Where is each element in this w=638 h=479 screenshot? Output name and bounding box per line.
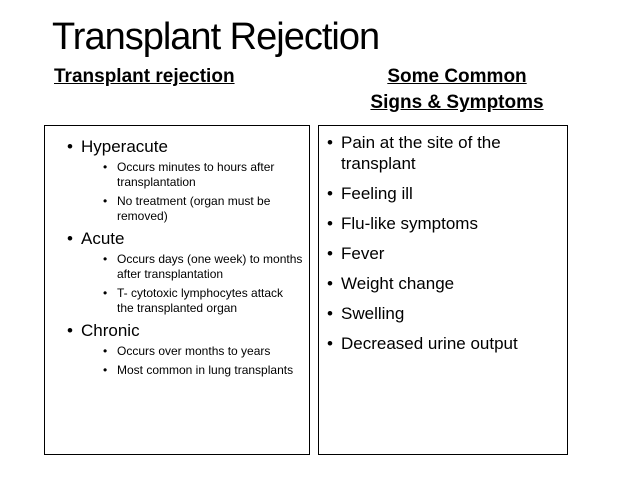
bullet: • — [327, 214, 333, 233]
right-heading-line-1: Some Common — [387, 66, 527, 87]
symptom-text: Weight change — [341, 274, 455, 293]
bullet: • — [103, 286, 108, 300]
bullet: • — [327, 304, 333, 323]
bullet: • — [103, 363, 108, 377]
detail-item: • Occurs days (one week) to months after … — [103, 252, 303, 282]
symptom-item: • Fever — [327, 243, 561, 264]
bullet: • — [103, 160, 108, 174]
bullet: • — [67, 229, 73, 248]
slide-title: Transplant Rejection — [52, 16, 380, 58]
detail-text: No treatment (organ must be removed) — [117, 194, 271, 223]
symptom-text: Fever — [341, 244, 385, 263]
detail-text: Occurs days (one week) to months after t… — [117, 252, 303, 281]
symptom-text: Pain at the site of the transplant — [341, 133, 501, 173]
rejection-type-label: Hyperacute — [81, 137, 168, 156]
bullet: • — [103, 194, 108, 208]
detail-item: • Most common in lung transplants — [103, 363, 303, 378]
symptom-text: Feeling ill — [341, 184, 413, 203]
rejection-types-box: • Hyperacute • Occurs minutes to hours af… — [44, 125, 310, 455]
symptoms-list: • Pain at the site of the transplant • Fee… — [327, 132, 561, 363]
detail-item: • Occurs minutes to hours after transplan… — [103, 160, 303, 190]
bullet: • — [327, 184, 333, 203]
bullet: • — [327, 334, 333, 353]
rejection-type-hyperacute: • Hyperacute • Occurs minutes to hours af… — [67, 136, 303, 224]
symptom-item: • Feeling ill — [327, 183, 561, 204]
rejection-types-list: • Hyperacute • Occurs minutes to hours af… — [67, 132, 303, 382]
bullet: • — [327, 274, 333, 293]
detail-list: • Occurs over months to years • Most commo… — [103, 344, 303, 378]
symptom-text: Decreased urine output — [341, 334, 518, 353]
left-column-heading: Transplant rejection — [54, 66, 235, 87]
bullet: • — [103, 344, 108, 358]
symptom-item: • Flu-like symptoms — [327, 213, 561, 234]
detail-list: • Occurs days (one week) to months after … — [103, 252, 303, 316]
detail-item: • T- cytotoxic lymphocytes attack the tra… — [103, 286, 303, 316]
detail-item: • Occurs over months to years — [103, 344, 303, 359]
symptom-item: • Swelling — [327, 303, 561, 324]
symptom-text: Flu-like symptoms — [341, 214, 478, 233]
rejection-type-label: Chronic — [81, 321, 140, 340]
right-heading-line-2: Signs & Symptoms — [370, 92, 544, 113]
rejection-type-acute: • Acute • Occurs days (one week) to month… — [67, 228, 303, 316]
bullet: • — [103, 252, 108, 266]
detail-item: • No treatment (organ must be removed) — [103, 194, 303, 224]
detail-list: • Occurs minutes to hours after transplan… — [103, 160, 303, 224]
symptom-item: • Weight change — [327, 273, 561, 294]
symptom-item: • Pain at the site of the transplant — [327, 132, 561, 174]
detail-text: Occurs minutes to hours after transplant… — [117, 160, 275, 189]
bullet: • — [327, 244, 333, 263]
bullet: • — [67, 137, 73, 156]
right-column-heading: Some Common Signs & Symptoms — [352, 64, 562, 116]
rejection-type-label: Acute — [81, 229, 125, 248]
detail-text: Occurs over months to years — [117, 344, 271, 358]
symptoms-box: • Pain at the site of the transplant • Fee… — [318, 125, 568, 455]
symptom-item: • Decreased urine output — [327, 333, 561, 354]
bullet: • — [67, 321, 73, 340]
symptom-text: Swelling — [341, 304, 405, 323]
detail-text: T- cytotoxic lymphocytes attack the tran… — [117, 286, 284, 315]
bullet: • — [327, 133, 333, 152]
rejection-type-chronic: • Chronic • Occurs over months to years •… — [67, 320, 303, 378]
detail-text: Most common in lung transplants — [117, 363, 294, 377]
